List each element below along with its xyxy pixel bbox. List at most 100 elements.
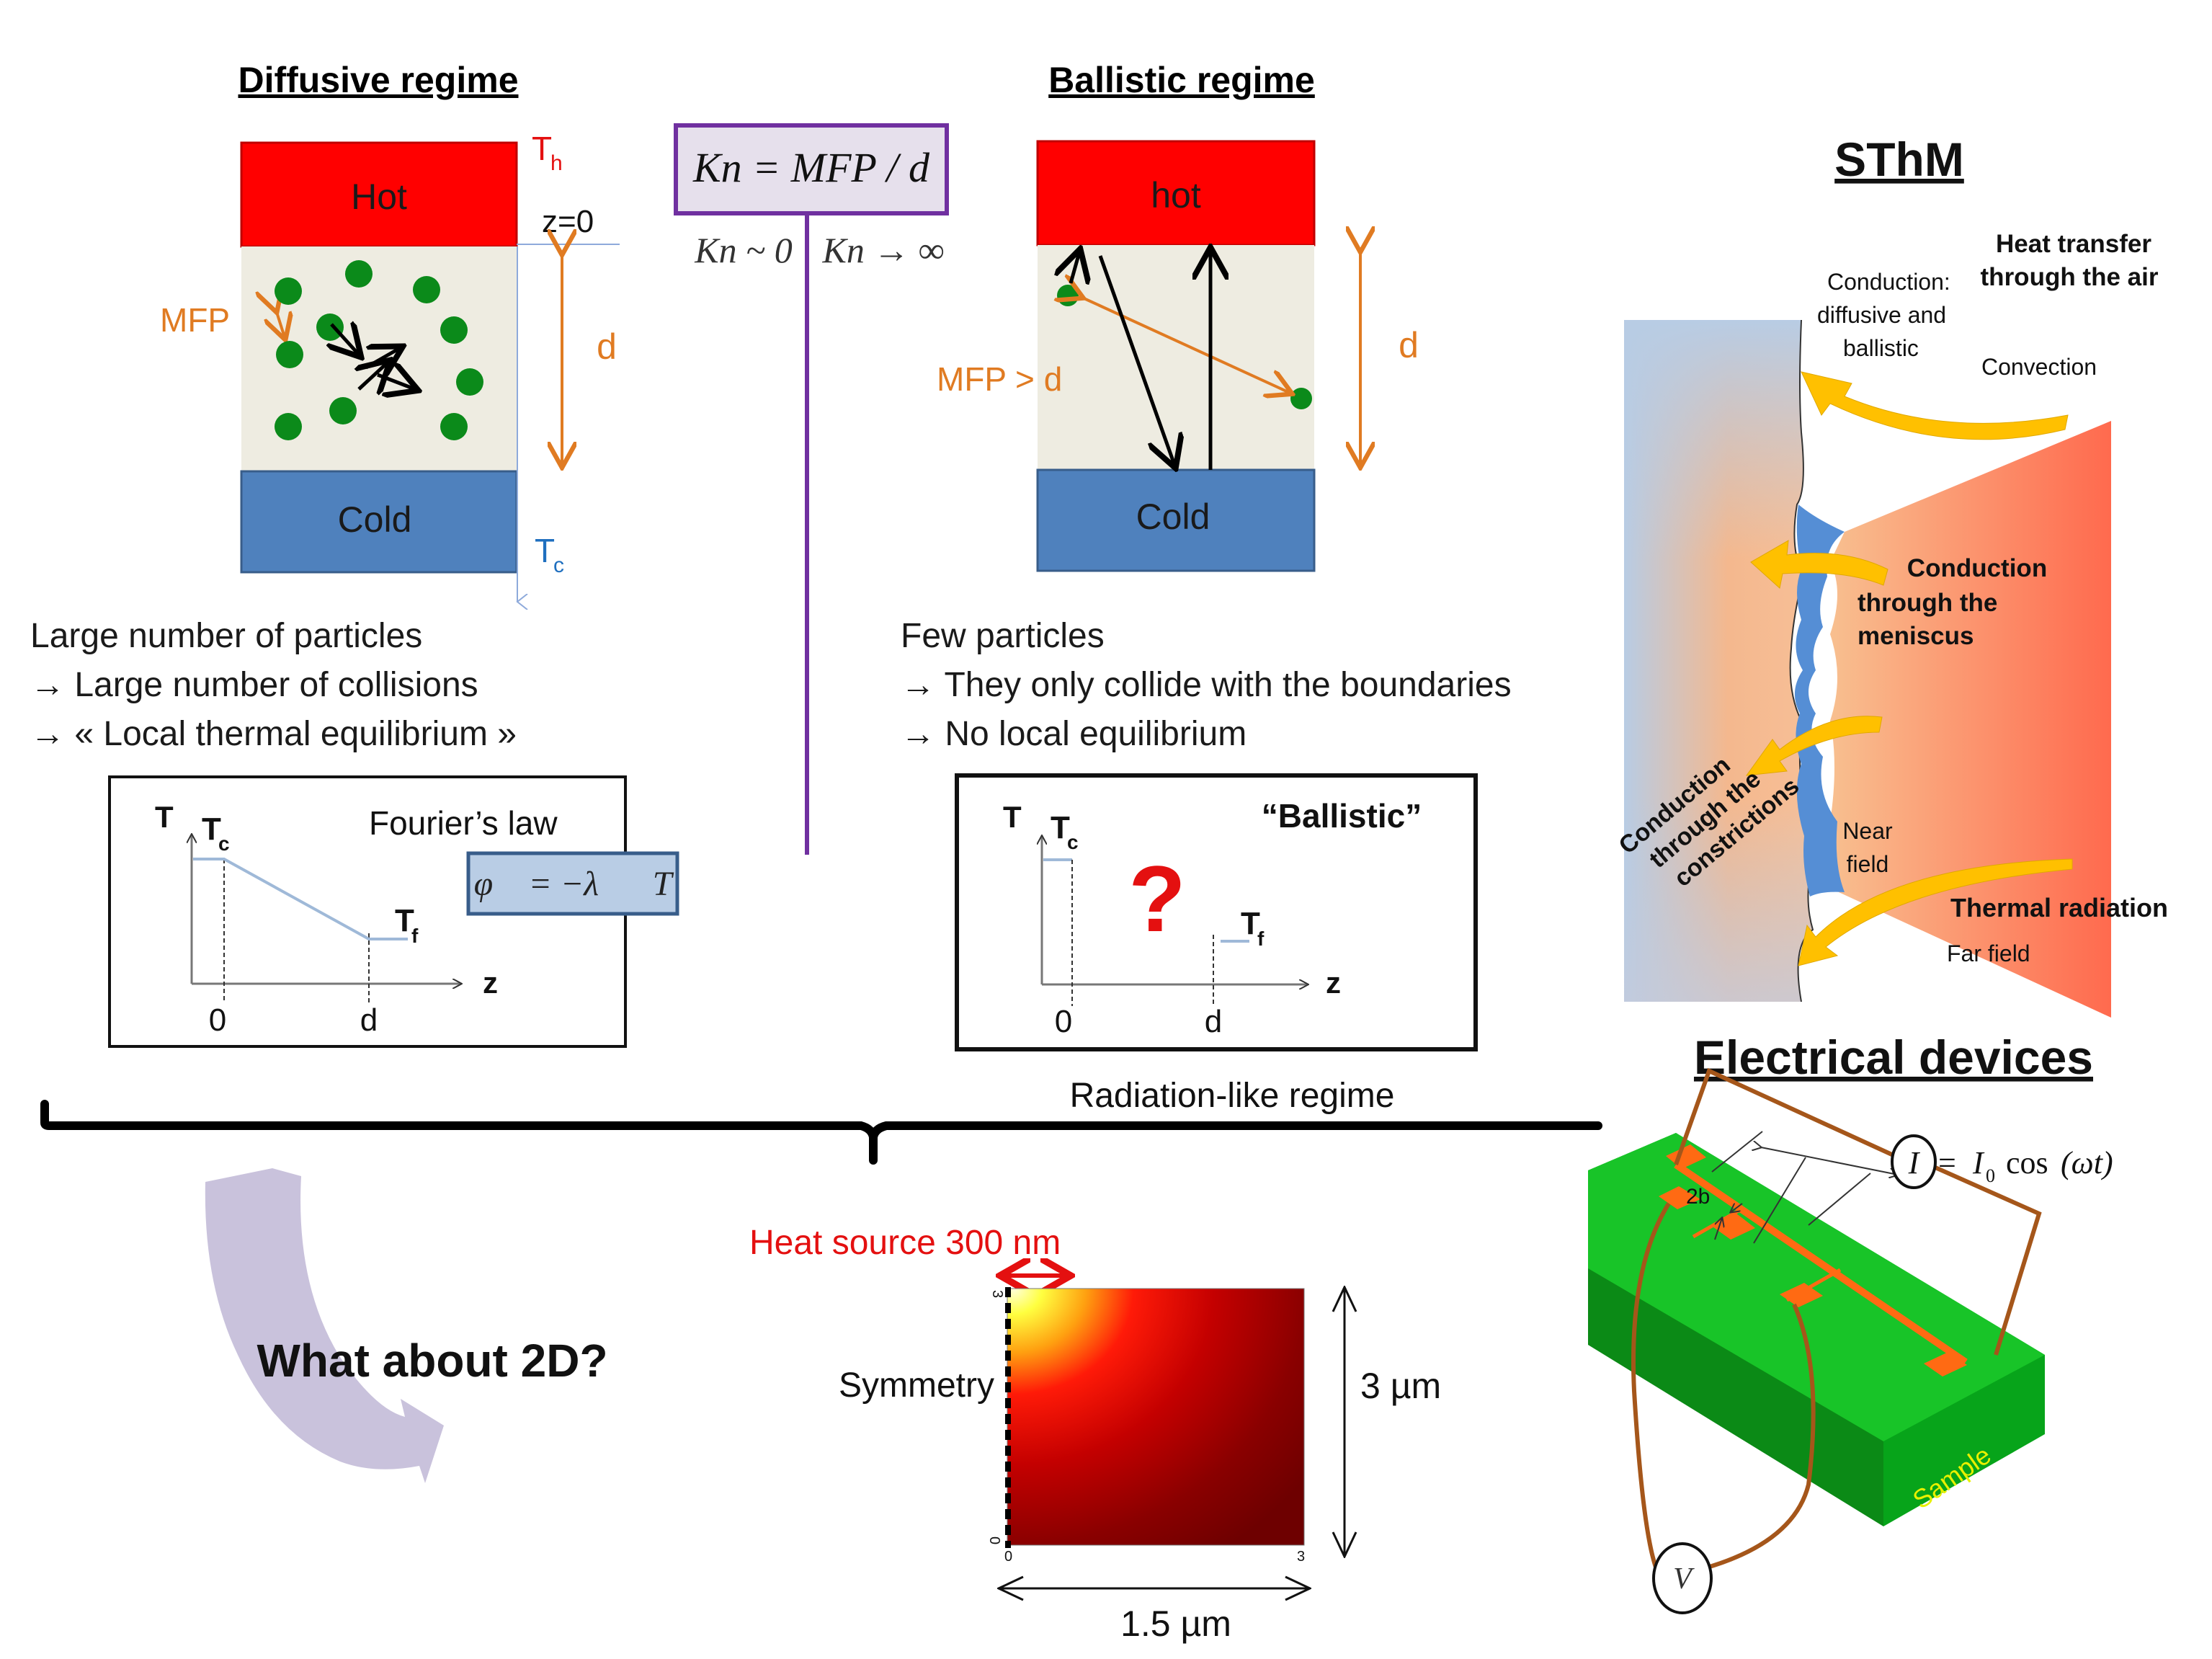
current-wire	[1934, 1165, 2042, 1356]
hot-reservoir	[240, 141, 518, 248]
meniscus-label: Conduction	[1907, 554, 2047, 582]
heat-transfer-air-label: Heat transfer	[1996, 230, 2151, 258]
particle	[276, 341, 303, 368]
ballistic-title: Ballistic regime	[1048, 60, 1315, 100]
particle	[1290, 388, 1312, 409]
current-source-icon	[1891, 1134, 1937, 1189]
cold-reservoir	[1036, 468, 1316, 572]
mfp-label: MFP > d	[937, 360, 1062, 398]
conduction-label: Conduction:	[1827, 269, 1950, 295]
hot-label: hot	[1151, 175, 1201, 215]
tick-d: d	[360, 1002, 378, 1038]
tick-y-top: 3	[989, 1290, 1005, 1298]
bullet: Large number of particles	[30, 617, 422, 655]
svg-text:c: c	[553, 553, 564, 577]
sthm-panel: SThM Conduction: diffusive and ballistic…	[1614, 133, 2168, 1018]
tick-d: d	[1205, 1004, 1222, 1039]
constriction-conduction-arrow-icon	[1745, 716, 1883, 776]
voltage-wire	[1631, 1202, 1671, 1573]
width-label: 2b	[1686, 1185, 1710, 1209]
t-axis-label: T	[155, 800, 174, 834]
svg-text:I: I	[1972, 1145, 1985, 1180]
water-meniscus	[1794, 504, 1845, 897]
tc-label: T c	[535, 532, 564, 577]
collision-arrows	[331, 324, 415, 389]
thermal-radiation-label: Thermal radiation	[1950, 893, 2168, 922]
electrical-title: Electrical devices	[1694, 1031, 2093, 1084]
particle	[1057, 285, 1079, 306]
graph-frame	[955, 773, 1478, 1051]
tick-x-right: 3	[1297, 1549, 1305, 1565]
temperature-profile-line	[193, 858, 408, 940]
current-pad	[1924, 1352, 1967, 1376]
bullet: → No local equilibrium	[901, 715, 1247, 753]
t-axis-label: T	[1003, 800, 1022, 834]
knudsen-panel: Kn = MFP / d Kn ~ 0 Kn → ∞	[674, 123, 949, 855]
temperature-heatmap	[1007, 1288, 1305, 1546]
knudsen-small-label: Kn ~ 0	[694, 230, 792, 270]
svg-text:T: T	[395, 903, 414, 938]
voltage-pad	[1780, 1283, 1823, 1307]
hot-label: Hot	[351, 177, 407, 217]
knudsen-formula: Kn = MFP / d	[692, 144, 930, 191]
cold-reservoir	[240, 470, 518, 574]
tick-y-bottom: 0	[986, 1536, 1002, 1544]
svg-text:cos: cos	[2006, 1145, 2048, 1180]
tick-0: 0	[209, 1002, 226, 1038]
svg-text:T: T	[202, 811, 221, 847]
current-symbol: I	[1908, 1145, 1921, 1180]
particle	[275, 277, 302, 305]
svg-text:T: T	[1241, 906, 1260, 941]
dimension-annotations	[1711, 1131, 1898, 1244]
trajectory-arrows	[1071, 251, 1210, 470]
voltage-symbol: V	[1673, 1562, 1695, 1596]
width-label: 1.5 µm	[1120, 1604, 1231, 1644]
hot-reservoir	[1036, 140, 1316, 246]
svg-text:(ωt): (ωt)	[2061, 1145, 2113, 1180]
svg-text:T: T	[532, 130, 552, 167]
svg-text:c: c	[1067, 831, 1079, 853]
particle	[316, 313, 344, 341]
particle	[456, 368, 483, 396]
bullet: → They only collide with the boundaries	[901, 666, 1512, 704]
heat-transfer-air-label: through the air	[1981, 263, 2159, 291]
sample-side-face	[1883, 1355, 2045, 1526]
z0-label: z=0	[542, 204, 594, 239]
particle	[440, 413, 468, 440]
mfp-arrow	[1081, 297, 1290, 393]
bullet: Few particles	[901, 617, 1105, 655]
d-label: d	[1399, 325, 1419, 365]
meniscus-conduction-arrow-icon	[1750, 540, 1888, 589]
svg-text:0: 0	[1986, 1165, 1995, 1186]
symmetry-label: Symmetry	[839, 1366, 994, 1405]
surface-profile	[1789, 319, 1814, 1002]
diffusive-bullets: Large number of particles → Large number…	[30, 617, 517, 753]
knudsen-large-label: Kn → ∞	[822, 230, 945, 270]
particles	[275, 260, 483, 440]
bullet: → « Local thermal equilibrium »	[30, 715, 517, 753]
radiation-arrow-icon	[1798, 858, 2073, 966]
fourier-equation-box	[466, 851, 679, 916]
svg-text:T: T	[535, 532, 555, 569]
particle	[329, 397, 357, 424]
voltmeter-icon	[1652, 1542, 1713, 1614]
cold-label: Cold	[338, 499, 412, 540]
conduction-label: ballistic	[1843, 335, 1919, 361]
z-axis-label: z	[483, 966, 498, 1000]
ballistic-law-title: “Ballistic”	[1262, 797, 1422, 835]
current-wire	[1674, 1067, 1896, 1166]
tc-label: T c	[1051, 810, 1079, 853]
knudsen-formula-box	[674, 123, 949, 215]
fourier-law-title: Fourier’s law	[369, 804, 558, 842]
svg-text:T: T	[1051, 810, 1070, 845]
mfp-arrow	[276, 310, 285, 337]
electrical-panel: Electrical devices Sample L	[1588, 1031, 2113, 1614]
tick-x-left: 0	[1004, 1549, 1012, 1565]
tf-label: T f	[395, 903, 419, 947]
d-label: d	[597, 326, 617, 367]
tc-label: T c	[202, 811, 230, 855]
tf-label: T f	[1241, 906, 1265, 950]
cold-label: Cold	[1136, 497, 1210, 537]
ballistic-panel: Ballistic regime hot Cold d MFP > d Few …	[901, 60, 1512, 1115]
